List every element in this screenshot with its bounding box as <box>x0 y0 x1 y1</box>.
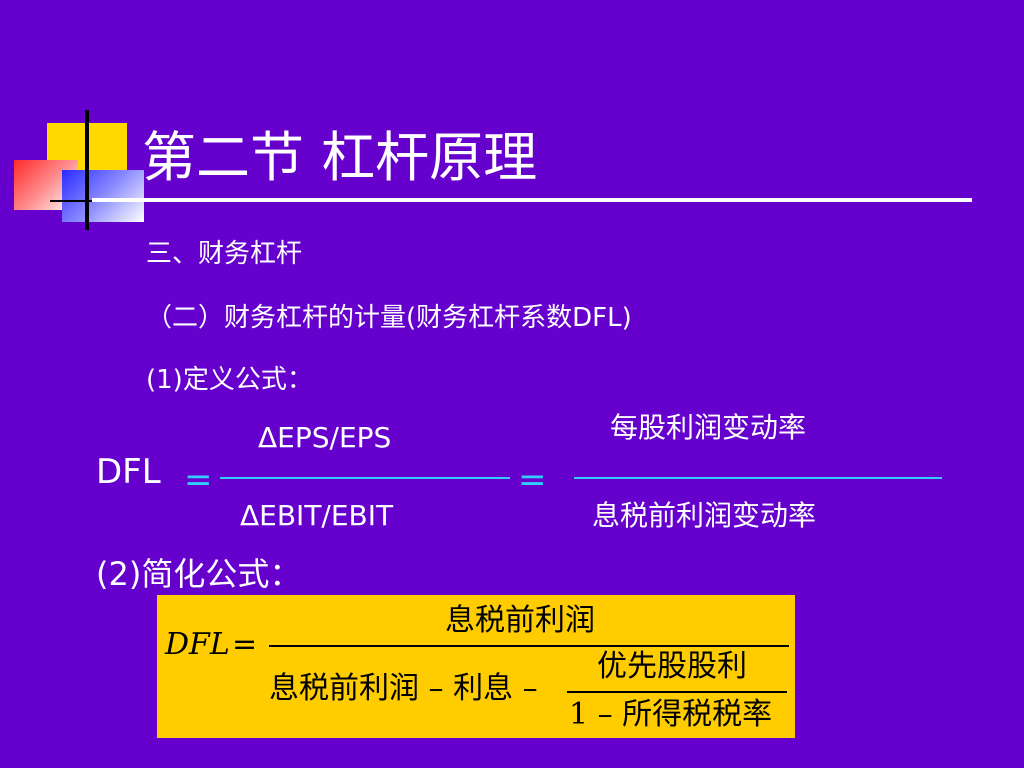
simplified-inner-fraction-bar <box>567 691 787 693</box>
simplified-main-fraction-bar <box>269 645 789 647</box>
logo-vertical-line <box>85 110 89 230</box>
text-numerator: 每股利润变动率 <box>610 411 807 444</box>
slide-title: 第二节 杠杆原理 <box>142 126 538 189</box>
simplified-numerator: 息税前利润 <box>445 603 595 638</box>
definition-equals-1: = <box>184 460 213 500</box>
ratio-denominator: ΔEBIT/EBIT <box>240 499 394 532</box>
definition-fraction-bar-2 <box>574 477 942 479</box>
simplified-equals: = <box>232 627 258 662</box>
definition-fraction-bar-1 <box>220 477 510 479</box>
subsection-heading: （二）财务杠杆的计量(财务杠杆系数DFL) <box>146 303 632 333</box>
title-underline <box>92 198 972 202</box>
simplified-formula-box: DFL = 息税前利润 息税前利润 – 利息 – 优先股股利 1 – 所得税税率 <box>157 595 795 738</box>
definition-label: (1)定义公式： <box>146 365 313 395</box>
simplified-label: (2)简化公式： <box>96 555 302 593</box>
definition-equals-2: = <box>518 460 547 500</box>
simplified-inner-denominator: 1 – 所得税税率 <box>569 697 773 732</box>
simplified-inner-numerator: 优先股股利 <box>597 649 747 684</box>
ratio-numerator: ΔEPS/EPS <box>258 421 392 454</box>
text-denominator: 息税前利润变动率 <box>592 499 817 532</box>
simplified-denominator-prefix: 息税前利润 – 利息 – <box>269 671 538 706</box>
simplified-lhs: DFL <box>165 627 230 662</box>
logo-blue-square <box>62 170 144 222</box>
definition-lhs: DFL <box>96 452 161 492</box>
section-heading: 三、财务杠杆 <box>146 239 303 269</box>
